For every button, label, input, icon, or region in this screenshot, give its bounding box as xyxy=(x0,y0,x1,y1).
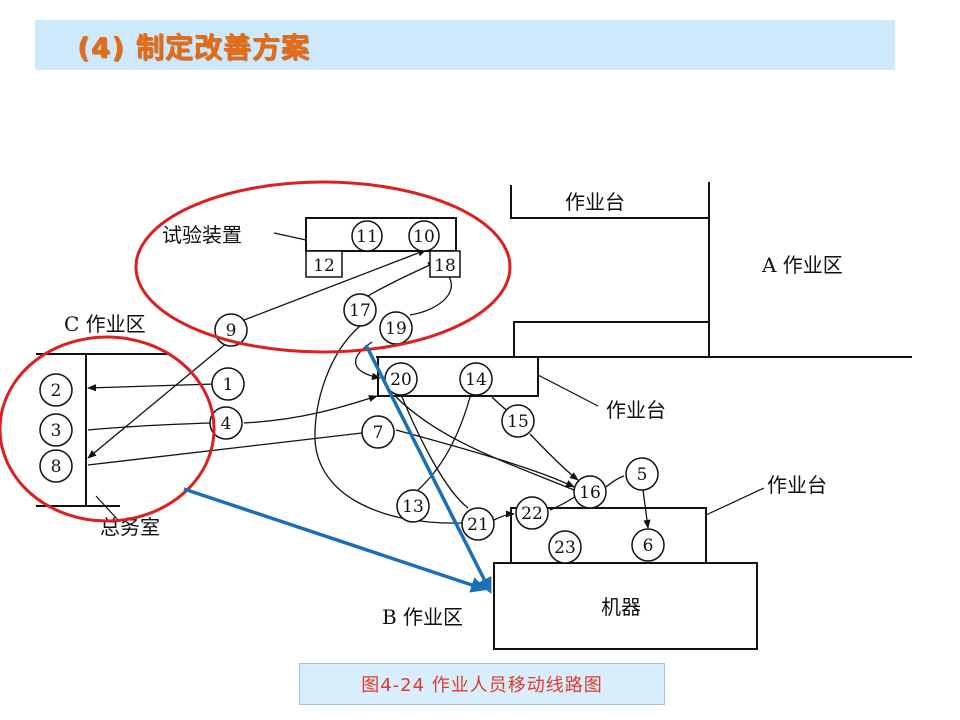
node-7: 7 xyxy=(373,423,384,443)
blue-arrow-from-test-device xyxy=(364,344,492,594)
node-3: 3 xyxy=(51,421,62,441)
route-4 xyxy=(87,396,377,431)
route-17-top xyxy=(367,261,437,297)
route-5-6 xyxy=(642,489,651,529)
highlight-test-device-ellipse xyxy=(134,180,512,354)
route-20-curve xyxy=(395,396,575,491)
node-23: 23 xyxy=(554,538,576,558)
area-labels: 试验装置 作业台 A 作业区 C 作业区 作业台 作业台 总务室 B 作业区 机… xyxy=(64,190,843,629)
leader-lines xyxy=(95,232,765,521)
route-20-13 xyxy=(417,396,471,491)
route-16-5 xyxy=(605,475,625,488)
route-9-upper xyxy=(243,249,427,321)
node-17: 17 xyxy=(349,301,371,321)
test-device-label: 试验装置 xyxy=(162,223,242,247)
node-8: 8 xyxy=(51,457,62,477)
area-b-label: B 作业区 xyxy=(382,605,463,629)
node-15: 15 xyxy=(507,412,529,432)
route-9 xyxy=(87,341,229,459)
route-17 xyxy=(314,325,463,524)
route-21-22 xyxy=(493,510,515,521)
title-bar: (4) 制定改善方案 xyxy=(35,20,895,70)
node-19: 19 xyxy=(385,319,407,339)
node-21: 21 xyxy=(467,515,489,535)
node-5: 5 xyxy=(637,465,648,485)
machine-label: 机器 xyxy=(601,595,641,619)
area-c-label: C 作业区 xyxy=(64,312,146,336)
workbench-top-label: 作业台 xyxy=(565,190,625,214)
blue-arrow-from-office xyxy=(183,487,488,593)
highlight-office-ellipse xyxy=(0,335,216,523)
route-15-16 xyxy=(529,433,579,481)
area-a-label: A 作业区 xyxy=(761,253,843,277)
circle-node-labels: 11 10 9 17 19 2 3 8 1 4 7 20 14 15 5 16 … xyxy=(51,227,654,558)
node-20: 20 xyxy=(390,370,412,390)
node-14: 14 xyxy=(465,370,487,390)
route-8-7 xyxy=(87,432,363,466)
page-title: (4) 制定改善方案 xyxy=(77,31,310,64)
node-2: 2 xyxy=(51,381,62,401)
node-16: 16 xyxy=(579,483,601,503)
figure-caption-box: 图4-24 作业人员移动线路图 xyxy=(299,663,665,705)
node-13: 13 xyxy=(402,497,424,517)
workbench-mid-label: 作业台 xyxy=(606,398,666,422)
machine-box xyxy=(493,562,758,650)
workbench-right-label: 作业台 xyxy=(767,473,827,497)
node-11: 11 xyxy=(356,227,378,247)
node-4: 4 xyxy=(221,414,232,434)
node-22: 22 xyxy=(521,504,543,524)
node-10: 10 xyxy=(413,227,435,247)
blue-arrows xyxy=(183,344,492,594)
route-20-21 xyxy=(401,396,469,509)
red-highlights xyxy=(0,180,512,523)
node-6: 6 xyxy=(643,536,654,556)
route-1 xyxy=(87,383,216,392)
square-nodes: 12 18 xyxy=(305,250,461,278)
node-18: 18 xyxy=(434,256,456,276)
node-1: 1 xyxy=(223,375,234,395)
node-12: 12 xyxy=(313,256,335,276)
node-9: 9 xyxy=(226,321,237,341)
route-lines xyxy=(87,249,651,529)
figure-caption: 图4-24 作业人员移动线路图 xyxy=(361,675,603,696)
